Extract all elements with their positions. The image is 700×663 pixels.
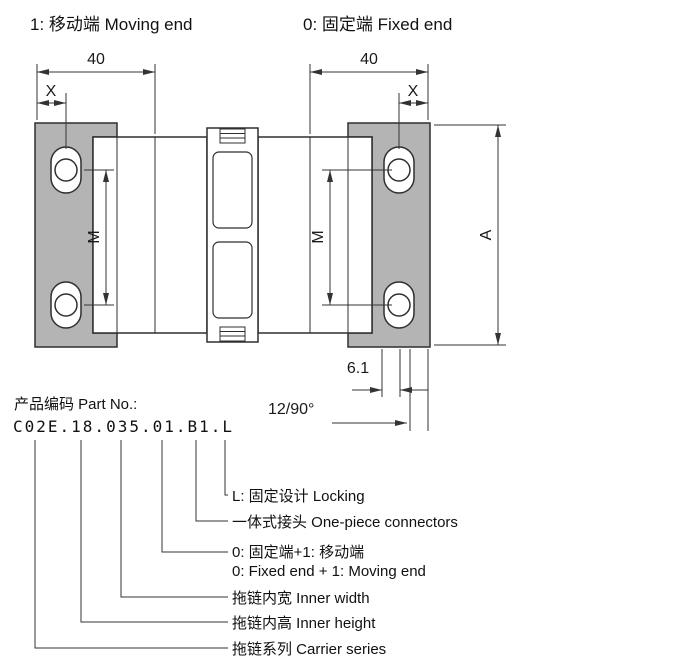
legend-carrier-series: 拖链系列 Carrier series bbox=[232, 641, 387, 658]
label-fixed-end: 0: 固定端 Fixed end bbox=[303, 15, 453, 34]
center-link-tab-bottom bbox=[219, 326, 246, 342]
leader-fixed-moving bbox=[161, 440, 228, 553]
center-link-tab-top bbox=[219, 128, 246, 144]
left-link-plate bbox=[92, 136, 208, 334]
dim-label-m-left: M bbox=[86, 230, 103, 244]
dim-label-12-90: 12/90° bbox=[268, 401, 315, 418]
center-link bbox=[206, 127, 259, 343]
dimension-lines bbox=[37, 69, 501, 426]
mounting-slots bbox=[50, 146, 415, 329]
leader-one-piece bbox=[195, 440, 228, 522]
legend-locking: L: 固定设计 Locking bbox=[232, 488, 365, 505]
leader-inner-height bbox=[80, 440, 228, 623]
dim-label-m-right: M bbox=[310, 230, 327, 244]
leader-locking bbox=[224, 440, 228, 496]
part-number-leaders bbox=[34, 440, 228, 649]
legend-one-piece-connectors: 一体式接头 One-piece connectors bbox=[232, 514, 458, 531]
part-number-code: C02E.18.035.01.B1.L bbox=[13, 417, 235, 436]
legend-fixed-moving-en: 0: Fixed end + 1: Moving end bbox=[232, 563, 426, 580]
legend-fixed-moving-cn: 0: 固定端+1: 移动端 bbox=[232, 544, 365, 561]
hole-left-top bbox=[54, 158, 78, 182]
dim-label-x-right: X bbox=[407, 83, 419, 100]
center-link-cutout-top bbox=[212, 151, 253, 229]
dim-label-40-right: 40 bbox=[360, 51, 378, 68]
hole-left-bottom bbox=[54, 293, 78, 317]
legend-inner-height: 拖链内高 Inner height bbox=[232, 615, 376, 632]
dim-label-40-left: 40 bbox=[87, 51, 105, 68]
dim-label-x-left: X bbox=[45, 83, 57, 100]
part-number-heading: 产品编码 Part No.: bbox=[14, 396, 138, 413]
dim-label-a: A bbox=[478, 229, 495, 241]
legend-inner-width: 拖链内宽 Inner width bbox=[232, 590, 370, 607]
chain-links bbox=[92, 127, 373, 343]
leader-carrier-series bbox=[34, 440, 228, 649]
right-link-plate bbox=[257, 136, 373, 334]
leader-inner-width bbox=[120, 440, 228, 598]
dim-label-6-1: 6.1 bbox=[346, 360, 370, 377]
label-moving-end: 1: 移动端 Moving end bbox=[30, 15, 193, 34]
center-link-cutout-bottom bbox=[212, 241, 253, 319]
